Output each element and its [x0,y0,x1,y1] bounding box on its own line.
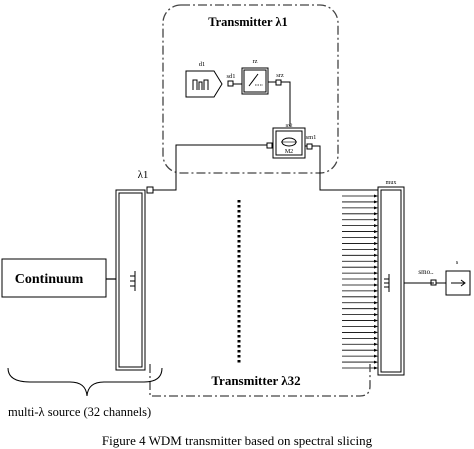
m2-input-port [266,142,273,149]
m2-top-label: m2 [285,123,292,129]
mux-input-arrowhead [374,236,378,240]
mux-input-arrowhead [374,212,378,216]
mux-input-arrowhead [374,360,378,364]
mux-input-arrowhead [374,366,378,370]
mux-input-arrowhead [374,319,378,323]
mux-input-arrowhead [374,241,378,245]
output-label: smo.. [418,268,433,276]
output-port-label: s [456,259,459,266]
mux-input-arrowhead [374,206,378,210]
srz-label: srz [276,72,284,79]
mux-input-arrowhead [374,200,378,204]
mux-input-arrowhead [374,330,378,334]
demux-block[interactable] [115,189,146,371]
mux-input-arrowhead [374,194,378,198]
mux-input-arrowhead [374,265,378,269]
d1-generator-block[interactable] [185,70,223,98]
mux-input-arrowhead [374,336,378,340]
mux-input-arrowhead [374,342,378,346]
multi-lambda-label: multi-λ source (32 channels) [8,405,151,419]
continuum-label: Continuum [15,272,84,287]
m2-modulator-block[interactable] [272,127,306,159]
mux-input-arrowhead [374,348,378,352]
transmitter-32-label: Transmitter λ32 [211,373,300,388]
mux-input-arrowhead [374,253,378,257]
sm1-port [306,143,313,150]
mux-input-lines [342,194,378,370]
transmitter-1-label: Transmitter λ1 [208,15,288,29]
m2-label: M2 [285,149,293,155]
mux-input-arrowhead [374,289,378,293]
srz-to-modulator-line [281,81,291,126]
mux-input-arrowhead [374,324,378,328]
lambda1-to-modulator-line [153,144,267,191]
lambda1-port [146,186,154,194]
mux-input-arrowhead [374,271,378,275]
sd1-port [227,80,234,87]
sd1-label: sd1 [226,73,235,80]
mux-input-arrowhead [374,354,378,358]
mux-input-arrowhead [374,230,378,234]
mux-input-arrowhead [374,259,378,263]
mux-input-arrowhead [374,301,378,305]
output-sink-block[interactable] [445,270,471,296]
multi-lambda-brace [7,367,163,397]
mux-input-arrowhead [374,283,378,287]
mux-input-arrowhead [374,218,378,222]
lambda1-label: λ1 [138,169,149,181]
sm1-to-mux-line [312,145,378,191]
mux-block[interactable] [377,186,405,376]
mux-input-arrowhead [374,277,378,281]
transmitter-32-frame [149,364,371,397]
continuum-source-box[interactable] [1,258,107,298]
rz-coder-block[interactable] [241,67,269,95]
sm1-label: sm1 [306,134,317,141]
mux-input-arrowhead [374,224,378,228]
mux-input-arrowhead [374,247,378,251]
srz-port [275,79,282,86]
mux-input-arrowhead [374,295,378,299]
mux-label: mux [386,180,397,186]
d1-label: d1 [199,61,206,68]
mux-input-arrowhead [374,313,378,317]
figure-caption: Figure 4 WDM transmitter based on spectr… [102,433,373,448]
transmitter-1-frame [162,4,339,174]
rz-label: rz [252,58,257,65]
mux-input-arrowhead [374,307,378,311]
